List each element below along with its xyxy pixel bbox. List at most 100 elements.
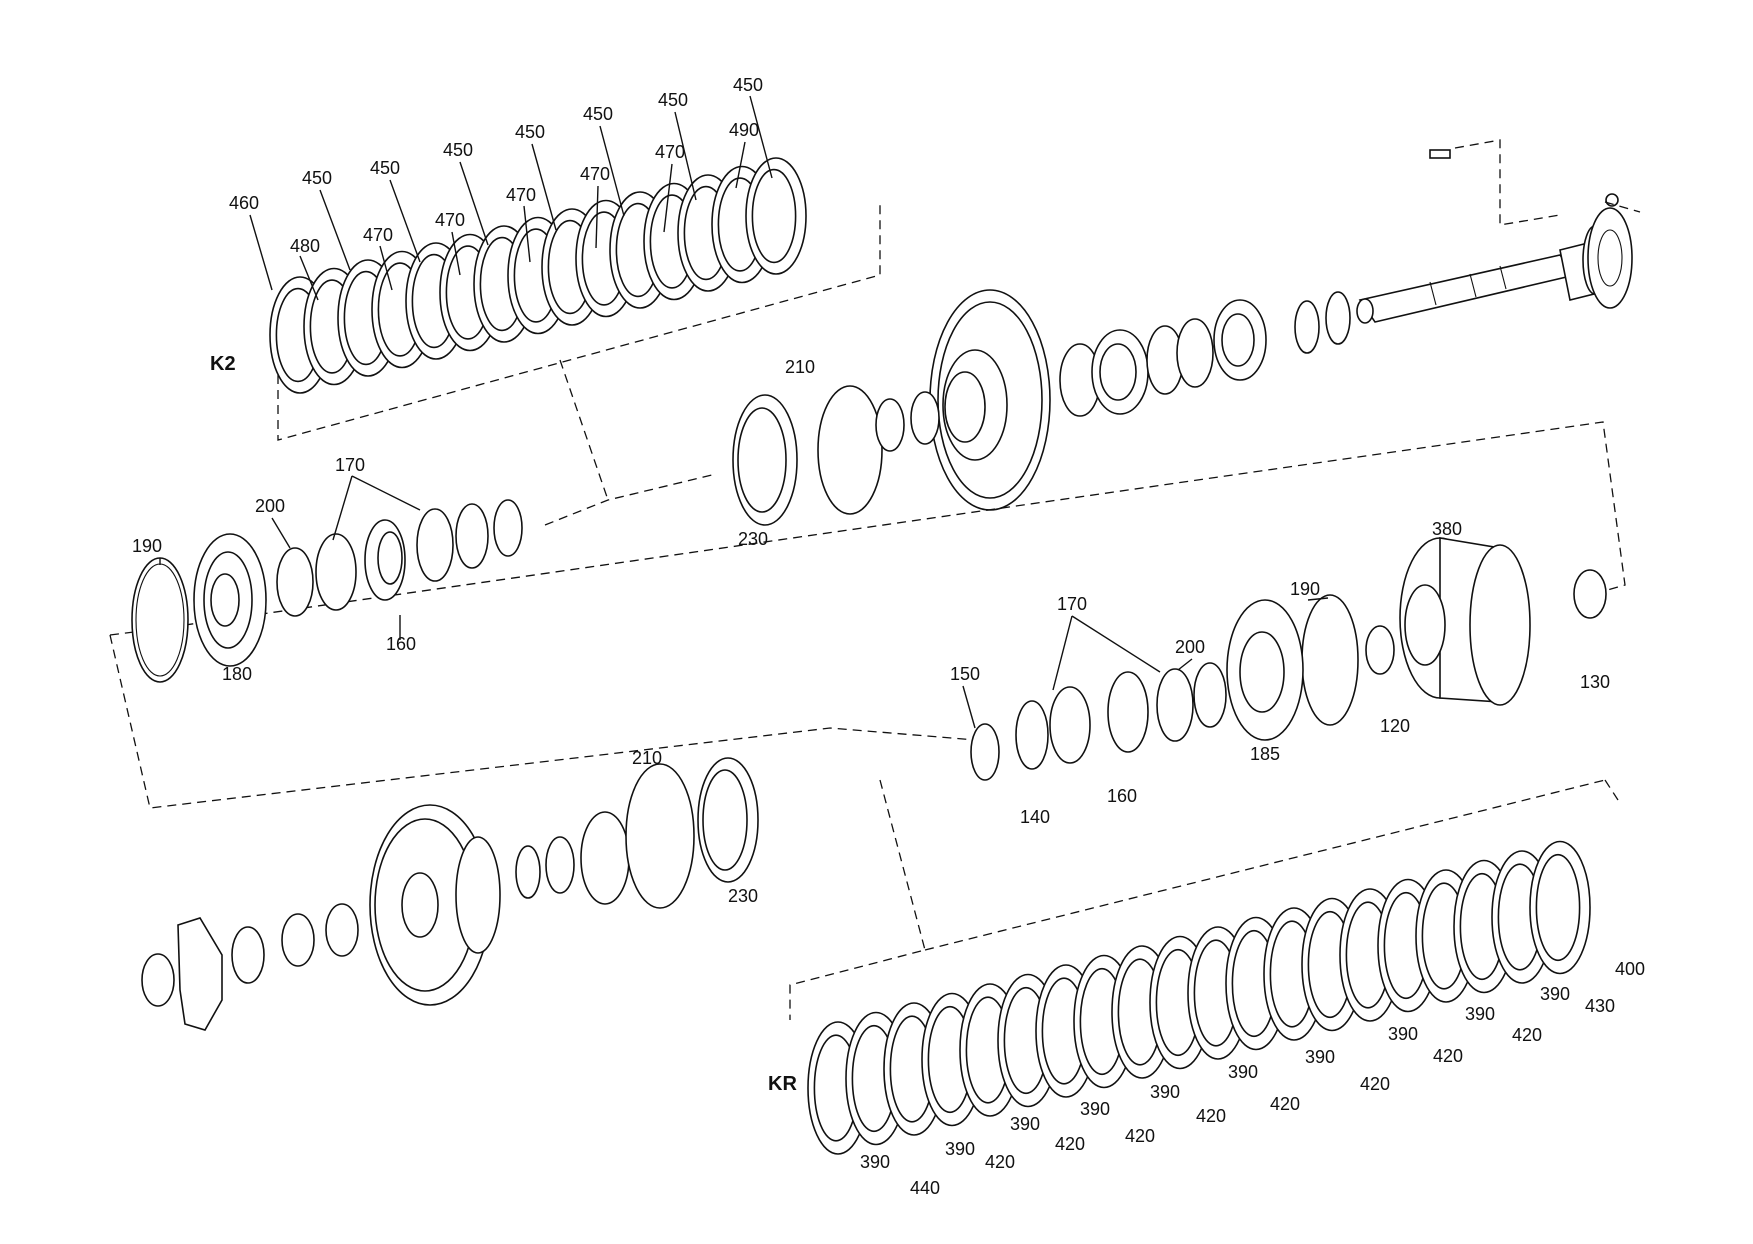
leader-lines [159,95,1329,729]
gear-upper [929,289,1051,511]
kr-disc [1529,840,1591,975]
label-470-c: 470 [506,185,536,205]
k2-disc-stack [269,157,807,394]
disc-230-upper [732,394,798,526]
clutch-drum-380 [1365,537,1607,706]
leader-line [599,125,625,217]
label-450-a: 450 [302,168,332,188]
label-390-9: 390 [1465,1004,1495,1024]
group-label-k2: K2 [210,353,236,375]
label-390-8: 390 [1388,1024,1418,1044]
label-390-7: 390 [1305,1047,1335,1067]
leader-line [1177,658,1193,671]
shaft-snap-rings [1294,291,1351,354]
label-400: 400 [1615,959,1645,979]
label-190-left: 190 [132,536,162,556]
label-390-2: 390 [945,1139,975,1159]
label-230-upper: 230 [738,529,768,549]
label-470-a: 470 [363,225,393,245]
label-210-lower: 210 [632,748,662,768]
label-390-1: 390 [860,1152,890,1172]
gear-lower [369,804,501,1006]
label-180: 180 [222,664,252,684]
leader-line [271,517,291,549]
leader-line [299,255,319,301]
bearing-upper-right [1059,299,1267,417]
leader-line [332,475,353,541]
label-390-4: 390 [1080,1099,1110,1119]
label-450-d: 450 [515,122,545,142]
label-420-8: 420 [1512,1025,1542,1045]
label-380: 380 [1432,519,1462,539]
label-420-5: 420 [1270,1094,1300,1114]
leader-line [1071,615,1161,673]
leader-line [389,179,421,263]
group-label-kr: KR [768,1073,797,1095]
leader-line [1307,597,1329,601]
label-420-4: 420 [1196,1106,1226,1126]
leader-line [1052,615,1073,691]
leader-line [379,245,393,291]
label-490: 490 [729,120,759,140]
label-460: 460 [229,193,259,213]
leader-line [531,143,557,231]
leader-line [735,141,746,189]
label-480: 480 [290,236,320,256]
leader-line [249,214,273,291]
label-440: 440 [910,1178,940,1198]
label-420-2: 420 [1055,1134,1085,1154]
kr-disc-stack [807,840,1591,1155]
leader-line [523,205,531,263]
label-420-3: 420 [1125,1126,1155,1146]
parts-lower-middle [515,757,759,909]
label-390-6: 390 [1228,1062,1258,1082]
shaft-bolt-icon [1429,139,1641,226]
label-170-left: 170 [335,455,365,475]
label-230-lower: 230 [728,886,758,906]
leader-line [459,161,489,246]
label-160-right: 160 [1107,786,1137,806]
k2-bracket [277,200,881,501]
label-470-e: 470 [655,142,685,162]
label-170-right: 170 [1057,594,1087,614]
label-450-e: 450 [583,104,613,124]
label-450-b: 450 [370,158,400,178]
leader-line [962,685,976,729]
parts-lower-left [141,903,359,1031]
leader-line [319,189,351,271]
label-150: 150 [950,664,980,684]
label-390-3: 390 [1010,1114,1040,1134]
input-shaft [1356,207,1633,324]
labels: K2 KR 460 480 450 450 470 450 470 450 47… [132,75,1645,1198]
label-190-right: 190 [1290,579,1320,599]
label-450-c: 450 [443,140,473,160]
parts-right-middle [970,594,1359,781]
leader-line [351,475,421,511]
leader-line [595,185,599,249]
leader-line [663,163,673,233]
label-130: 130 [1580,672,1610,692]
parts-left-middle [131,499,523,683]
label-140: 140 [1020,807,1050,827]
label-420-1: 420 [985,1152,1015,1172]
label-420-6: 420 [1360,1074,1390,1094]
leader-line [451,231,461,276]
label-450-g: 450 [733,75,763,95]
k2-disc [745,157,807,275]
label-430: 430 [1585,996,1615,1016]
leader-line [674,111,697,201]
label-390-10: 390 [1540,984,1570,1004]
label-470-d: 470 [580,164,610,184]
leader-line [749,95,773,179]
label-185: 185 [1250,744,1280,764]
label-210-upper: 210 [785,357,815,377]
middle-bracket [109,421,1626,809]
label-470-b: 470 [435,210,465,230]
snap-ring-210-upper [817,385,940,515]
label-120: 120 [1380,716,1410,736]
label-160-left: 160 [386,634,416,654]
label-420-7: 420 [1433,1046,1463,1066]
label-200-right: 200 [1175,637,1205,657]
label-390-5: 390 [1150,1082,1180,1102]
